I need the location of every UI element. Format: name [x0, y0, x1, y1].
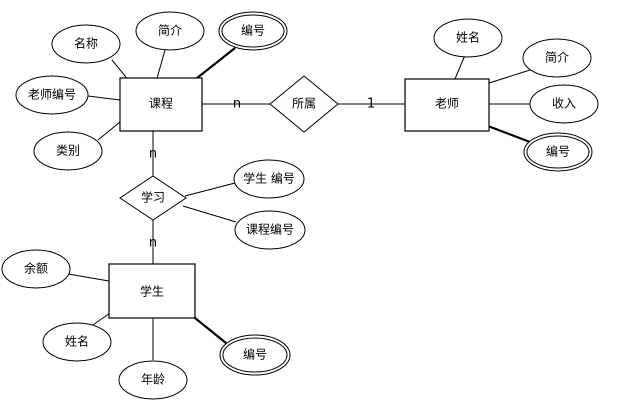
attr-student-id: 编号: [219, 334, 291, 376]
edge-study-student-id: [184, 182, 236, 197]
edge-study-course-id: [182, 205, 237, 223]
attr-student-age: 年龄: [118, 360, 188, 400]
edge-course-intro: [155, 49, 166, 83]
attr-course-category-label: 类别: [56, 144, 80, 158]
cardinality-course-belongs: n: [233, 97, 241, 112]
cardinality-study-student: n: [149, 236, 157, 251]
attr-teacher-id: 编号: [523, 132, 593, 172]
attr-teacher-intro: 简介: [522, 38, 592, 78]
attr-course-id: 编号: [218, 11, 288, 51]
edge-student-balance: [67, 273, 110, 282]
entity-course: 课程: [119, 77, 203, 132]
attr-course-name: 名称: [51, 24, 121, 64]
entity-teacher-label: 老师: [435, 97, 459, 111]
edge-teacher-name: [454, 54, 466, 80]
attr-study-student-id: 学生 编号: [233, 159, 305, 199]
entity-course-label: 课程: [149, 96, 173, 111]
attr-teacher-id-label: 编号: [546, 144, 570, 159]
entity-student: 学生: [108, 263, 196, 319]
attr-teacher-name: 姓名: [433, 18, 503, 58]
attr-student-age-label: 年龄: [141, 373, 165, 387]
attr-course-category: 类别: [33, 131, 103, 171]
attr-study-course-id-label: 课程编号: [246, 222, 294, 237]
attr-student-id-label: 编号: [243, 347, 267, 362]
attr-study-student-id-label: 学生 编号: [243, 171, 295, 186]
relationship-study: 学习: [119, 175, 187, 221]
attr-student-name-label: 姓名: [65, 334, 89, 349]
edge-course-teacher-id: [87, 95, 121, 101]
attr-course-intro-label: 简介: [158, 24, 182, 38]
edge-student-name: [89, 312, 111, 328]
attr-course-teacher-id-label: 老师编号: [28, 87, 76, 102]
edge-course-id: [191, 47, 236, 83]
attr-teacher-income: 收入: [529, 84, 599, 124]
edge-student-id: [194, 317, 227, 344]
edge-teacher-id: [487, 124, 531, 144]
relationship-belongs: 所属: [269, 75, 339, 133]
attr-course-name-label: 名称: [74, 36, 98, 51]
cardinality-belongs-teacher: 1: [367, 97, 375, 112]
entity-student-label: 学生: [140, 284, 164, 299]
attr-teacher-name-label: 姓名: [456, 30, 480, 45]
connectors: [67, 47, 531, 360]
attr-student-name: 姓名: [42, 322, 112, 362]
attr-student-balance-label: 余额: [24, 261, 48, 276]
attr-teacher-intro-label: 简介: [545, 51, 569, 65]
attr-course-id-label: 编号: [241, 23, 265, 38]
attr-teacher-income-label: 收入: [552, 97, 576, 111]
cardinality-course-study: n: [149, 147, 157, 162]
attr-study-course-id: 课程编号: [234, 210, 306, 250]
edge-course-category: [97, 121, 121, 141]
attr-course-intro: 简介: [135, 11, 205, 51]
relationship-study-label: 学习: [141, 190, 165, 205]
edge-teacher-intro: [485, 69, 531, 85]
attr-course-teacher-id: 老师编号: [15, 75, 89, 115]
entity-teacher: 老师: [404, 78, 490, 132]
attr-student-balance: 余额: [1, 249, 71, 289]
relationship-belongs-label: 所属: [292, 97, 316, 111]
